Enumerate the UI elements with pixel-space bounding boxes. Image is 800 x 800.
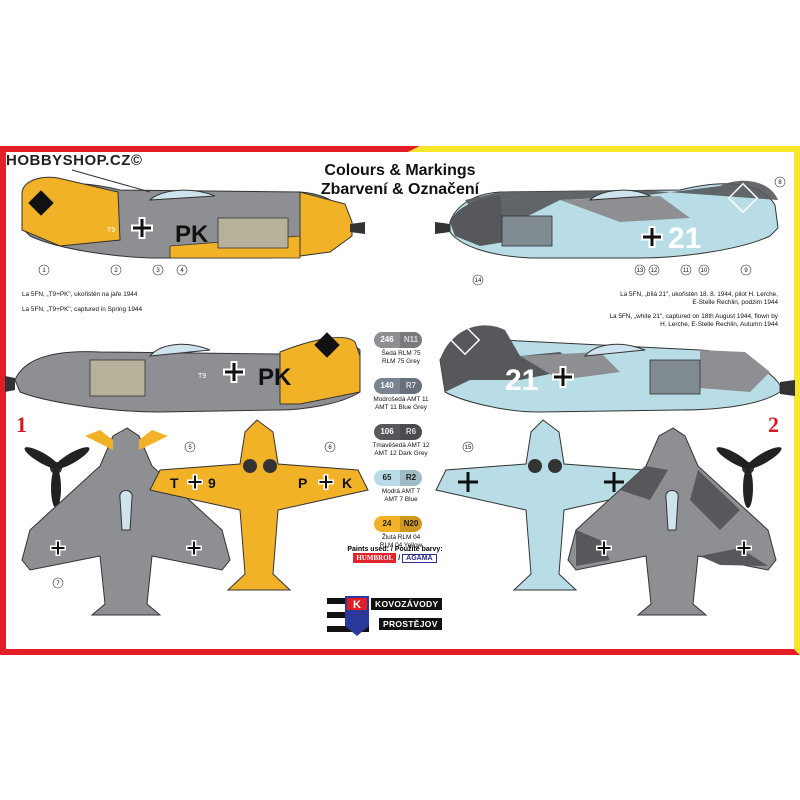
paint-name-en: AMT 12 Dark Grey xyxy=(374,450,428,457)
paint-name-en: RLM 04 Yellow xyxy=(379,542,423,549)
callout-2: 2 xyxy=(114,268,118,274)
maker-name-1: KOVOZÁVODY xyxy=(371,598,443,610)
code-21-top: 21 xyxy=(668,222,701,255)
callout-4: 4 xyxy=(180,268,184,274)
code-t9-middle: T9 xyxy=(198,373,206,380)
callout-14: 14 xyxy=(475,278,482,284)
version-badge-2: 2 xyxy=(768,412,779,437)
profile-right-side-1: 21 xyxy=(435,180,779,259)
code-pk-left: PK xyxy=(175,221,209,248)
paint-code-humbrol: 140 xyxy=(374,378,400,394)
wing-letter-p: P xyxy=(298,475,307,491)
callout-13: 13 xyxy=(637,268,644,274)
watermark-text: HOBBYSHOP.CZ© xyxy=(6,152,143,169)
paint-name-cz: Žlutá RLM 04 xyxy=(381,534,421,541)
callout-10: 10 xyxy=(701,268,708,274)
paint-name-cz: Modrošedá AMT 11 xyxy=(373,396,429,403)
paint-name-cz: Šedá RLM 75 xyxy=(381,350,421,357)
propeller-left xyxy=(24,447,90,508)
callout-7: 7 xyxy=(56,581,60,587)
profile-left-side-1: PK T9 xyxy=(21,169,365,259)
paint-code-agama: R7 xyxy=(400,378,422,394)
paint-code-agama: N11 xyxy=(400,332,422,348)
logo-letter: K xyxy=(353,599,361,611)
paint-name-cz: Tmavěšedá AMT 12 xyxy=(372,442,430,449)
callout-8: 8 xyxy=(778,180,782,186)
paint-code-humbrol: 246 xyxy=(374,332,400,348)
caption-right-cz-2: E-Stelle Rechlin, podzim 1944 xyxy=(692,299,778,306)
wing-letter-k: K xyxy=(342,475,352,491)
callout-5: 5 xyxy=(188,445,192,451)
code-21-middle: 21 xyxy=(505,364,538,397)
paint-code-humbrol: 65 xyxy=(374,470,400,486)
paint-code-humbrol: 24 xyxy=(374,516,400,532)
paint-name-cz: Modrá AMT 7 xyxy=(381,488,421,495)
brand-agama: AGAMA xyxy=(402,554,437,563)
planform-under-yellow: T 9 P K xyxy=(149,419,369,591)
propeller-right xyxy=(716,447,782,508)
planform-top-camo xyxy=(567,427,777,616)
brand-humbrol: HUMBROL xyxy=(353,553,397,563)
paint-code-agama: N20 xyxy=(400,516,422,532)
caption-left-cz: La 5FN, „T9+PK", ukořistěn na jaře 1944 xyxy=(22,291,138,298)
profile-left-side-2: PK T9 xyxy=(5,332,361,413)
paints-used-label: Paints used: / Použité barvy: xyxy=(347,546,443,553)
wing-letter-t: T xyxy=(170,475,179,491)
caption-right-cz-1: La 5FN, „bílá 21", ukořistěn 18. 8. 1944… xyxy=(620,291,778,298)
maker-name-2: PROSTĚJOV xyxy=(379,618,442,630)
code-pk-middle: PK xyxy=(258,364,292,391)
paint-code-agama: R6 xyxy=(400,424,422,440)
caption-left-en: La 5FN, „T9+PK", captured in Spring 1944 xyxy=(22,306,143,313)
callout-6: 6 xyxy=(328,445,332,451)
paint-name-en: AMT 7 Blue xyxy=(384,496,418,503)
callout-15: 15 xyxy=(465,445,472,451)
code-t9-left: T9 xyxy=(107,227,115,234)
caption-right-en-1: La 5FN, „white 21", captured on 18th Aug… xyxy=(609,313,778,320)
callout-9: 9 xyxy=(744,268,748,274)
wing-letter-9: 9 xyxy=(208,475,216,491)
paint-code-agama: R2 xyxy=(400,470,422,486)
caption-right-en-2: H. Lerche, E-Stelle Rechlin, Autumn 1944 xyxy=(660,321,778,328)
planform-under-blue xyxy=(435,419,655,591)
callout-12: 12 xyxy=(651,268,658,274)
logo-stripes: K xyxy=(327,596,369,636)
paint-name-en: RLM 75 Grey xyxy=(381,358,420,365)
profile-right-side-2: 21 xyxy=(439,324,795,413)
brand-separator: / xyxy=(398,555,401,562)
planform-top-grey xyxy=(21,427,231,616)
paints-used: Paints used: / Použité barvy: HUMBROL / … xyxy=(340,546,450,563)
callout-1: 1 xyxy=(42,268,46,274)
callout-numbers: 1 2 3 4 5 6 7 8 9 10 11 12 13 14 15 xyxy=(38,176,786,589)
callout-3: 3 xyxy=(156,268,160,274)
version-badge-1: 1 xyxy=(16,412,27,437)
manufacturer-logo: K KOVOZÁVODY PROSTĚJOV xyxy=(327,596,457,636)
paint-code-humbrol: 106 xyxy=(374,424,400,440)
callout-11: 11 xyxy=(683,268,690,274)
title-english: Colours & Markings xyxy=(324,162,476,179)
title-czech: Zbarvení & Označení xyxy=(320,181,480,198)
paint-name-en: AMT 11 Blue Grey xyxy=(375,404,427,411)
